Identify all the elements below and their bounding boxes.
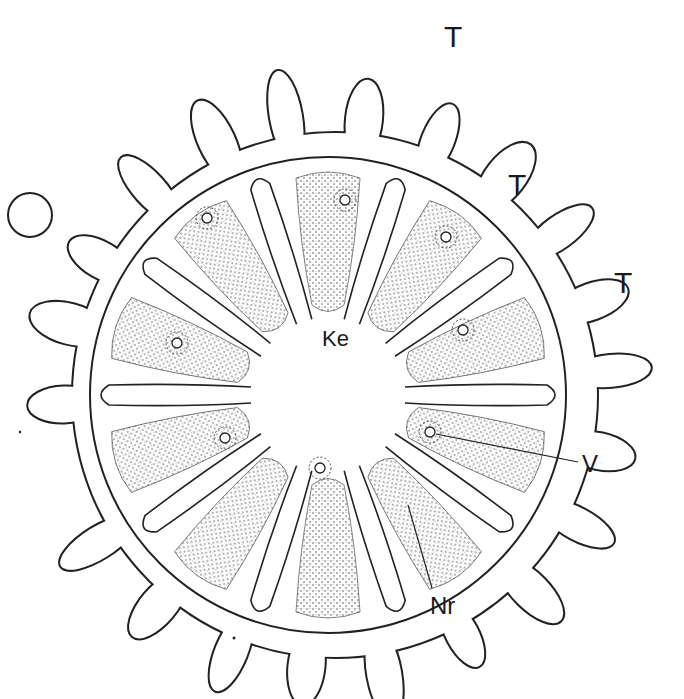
tentacle-label: T bbox=[614, 268, 632, 298]
part-label: Ke bbox=[322, 328, 349, 350]
part-label: V bbox=[582, 452, 598, 476]
part-label: Nr bbox=[430, 594, 455, 618]
tentacle-label: T bbox=[444, 22, 462, 52]
tentacle-label: T bbox=[508, 170, 526, 200]
